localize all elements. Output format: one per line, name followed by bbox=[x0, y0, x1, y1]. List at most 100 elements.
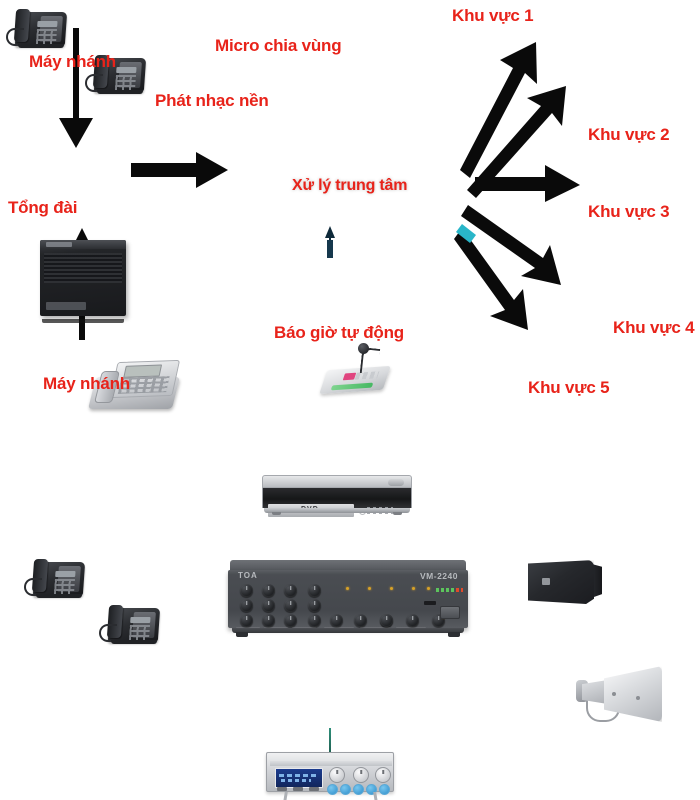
amp-brand-label: TOA bbox=[238, 571, 258, 580]
timer-lcd-display bbox=[275, 768, 323, 788]
phone-base bbox=[111, 640, 157, 644]
amp-knob[interactable] bbox=[240, 614, 253, 627]
label-pbx: Tổng đài bbox=[8, 198, 78, 217]
dvd-foot bbox=[272, 512, 281, 515]
mic-base-unit bbox=[319, 365, 391, 395]
amp-bottom-edge bbox=[232, 628, 464, 633]
phone-display bbox=[55, 571, 76, 577]
central-amplifier[interactable]: TOA VM-2240 bbox=[228, 560, 468, 638]
amp-zone-knob[interactable] bbox=[380, 614, 393, 627]
pbx-cabinet[interactable] bbox=[40, 240, 132, 323]
pbx-logo bbox=[46, 302, 86, 310]
timer-lcd-line1 bbox=[279, 774, 317, 777]
timer-button[interactable] bbox=[327, 784, 338, 795]
phone-base bbox=[97, 90, 143, 94]
amp-led bbox=[368, 587, 371, 590]
amp-led bbox=[346, 587, 349, 590]
label-central: Xử lý trung tâm bbox=[292, 177, 408, 194]
amp-foot bbox=[236, 632, 248, 637]
extension-phone-1[interactable] bbox=[6, 4, 68, 50]
dvd-bottom-edge bbox=[264, 508, 410, 513]
amp-knob[interactable] bbox=[308, 599, 321, 612]
dvd-control-knob[interactable] bbox=[388, 479, 404, 486]
pbx-top-cover bbox=[40, 240, 126, 249]
arrow-amplifier-to-zone3 bbox=[475, 165, 580, 202]
amp-front-panel: TOA VM-2240 bbox=[228, 570, 468, 631]
amp-peak-meter bbox=[456, 588, 463, 592]
amp-knob[interactable] bbox=[262, 614, 275, 627]
amp-zone-knob[interactable] bbox=[354, 614, 367, 627]
extension-phone-3[interactable] bbox=[24, 554, 86, 600]
pbx-foot bbox=[42, 319, 124, 323]
phone-keypad-panel bbox=[53, 566, 81, 594]
label-zone5: Khu vực 5 bbox=[528, 378, 610, 397]
arrow-amplifier-to-zone5 bbox=[454, 224, 528, 330]
amp-knob[interactable] bbox=[284, 614, 297, 627]
timer-button[interactable] bbox=[379, 784, 390, 795]
phone-base bbox=[36, 594, 82, 598]
timer-knob[interactable] bbox=[329, 767, 345, 783]
phone-keypad-panel bbox=[35, 16, 63, 44]
extension-phone-2[interactable] bbox=[85, 50, 147, 96]
extension-phone-4[interactable] bbox=[99, 600, 161, 646]
label-zone4: Khu vực 4 bbox=[613, 318, 695, 337]
dvd-player[interactable]: DVD bbox=[262, 475, 412, 517]
speaker-front bbox=[528, 560, 594, 604]
phone-keys bbox=[114, 75, 136, 90]
amp-zone-knob[interactable] bbox=[406, 614, 419, 627]
arrow-timer-to-amplifier bbox=[325, 226, 335, 258]
arrow-extensions-top-to-pbx bbox=[59, 28, 93, 148]
amp-knob[interactable] bbox=[308, 614, 321, 627]
amp-top-cover bbox=[230, 560, 466, 570]
label-zone-mic: Micro chia vùng bbox=[215, 36, 342, 55]
timer-chassis bbox=[266, 752, 394, 795]
timer-top-strip bbox=[270, 761, 392, 766]
amp-knob[interactable] bbox=[262, 584, 275, 597]
amp-knob[interactable] bbox=[284, 599, 297, 612]
phone-keys bbox=[35, 29, 57, 44]
amp-knob[interactable] bbox=[262, 599, 275, 612]
label-bgm: Phát nhạc nền bbox=[155, 91, 269, 110]
amp-knob[interactable] bbox=[240, 599, 253, 612]
arrow-amplifier-to-zone4 bbox=[461, 205, 561, 285]
zone1-speaker[interactable] bbox=[528, 558, 606, 610]
label-extension-top: Máy nhánh bbox=[29, 52, 116, 71]
timer-knob[interactable] bbox=[353, 767, 369, 783]
horn-screw bbox=[636, 696, 640, 700]
arrow-amplifier-to-zone2 bbox=[467, 86, 566, 198]
phone-cord bbox=[6, 28, 24, 46]
timer-leg bbox=[372, 792, 377, 800]
arrow-amplifier-to-zone1 bbox=[460, 42, 537, 178]
amp-knob[interactable] bbox=[308, 584, 321, 597]
paging-microphone[interactable] bbox=[319, 342, 391, 396]
timer-switch[interactable] bbox=[277, 787, 287, 791]
timer-antenna bbox=[329, 728, 331, 754]
timer-button[interactable] bbox=[353, 784, 364, 795]
phone-cord bbox=[85, 74, 103, 92]
auto-time-announcer[interactable] bbox=[266, 728, 394, 800]
pbx-chassis bbox=[40, 240, 126, 316]
phone-keypad-panel bbox=[128, 612, 156, 640]
amp-knob[interactable] bbox=[330, 614, 343, 627]
label-zone2: Khu vực 2 bbox=[588, 125, 670, 144]
timer-switch[interactable] bbox=[293, 787, 303, 791]
label-timer: Báo giờ tự động bbox=[274, 323, 404, 342]
timer-button[interactable] bbox=[340, 784, 351, 795]
arrow-pbx-to-amplifier bbox=[131, 152, 228, 188]
timer-switch[interactable] bbox=[309, 787, 319, 791]
amp-knob[interactable] bbox=[240, 584, 253, 597]
horn-screw bbox=[612, 692, 616, 696]
phone-display bbox=[116, 67, 137, 73]
zone2-speaker[interactable] bbox=[574, 664, 664, 726]
dvd-front-panel: DVD bbox=[262, 488, 412, 517]
amp-knob[interactable] bbox=[284, 584, 297, 597]
timer-knob[interactable] bbox=[375, 767, 391, 783]
timer-leg bbox=[283, 792, 288, 800]
pbx-brand-plate bbox=[46, 241, 72, 247]
amp-foot bbox=[448, 632, 460, 637]
diagram-canvas: Máy nhánh Tổng đài bbox=[6, 4, 695, 800]
timer-lcd-line2 bbox=[281, 779, 311, 782]
amp-power-button[interactable] bbox=[440, 606, 460, 619]
phone-display bbox=[130, 617, 151, 623]
label-extension-bottom: Máy nhánh bbox=[43, 374, 130, 393]
